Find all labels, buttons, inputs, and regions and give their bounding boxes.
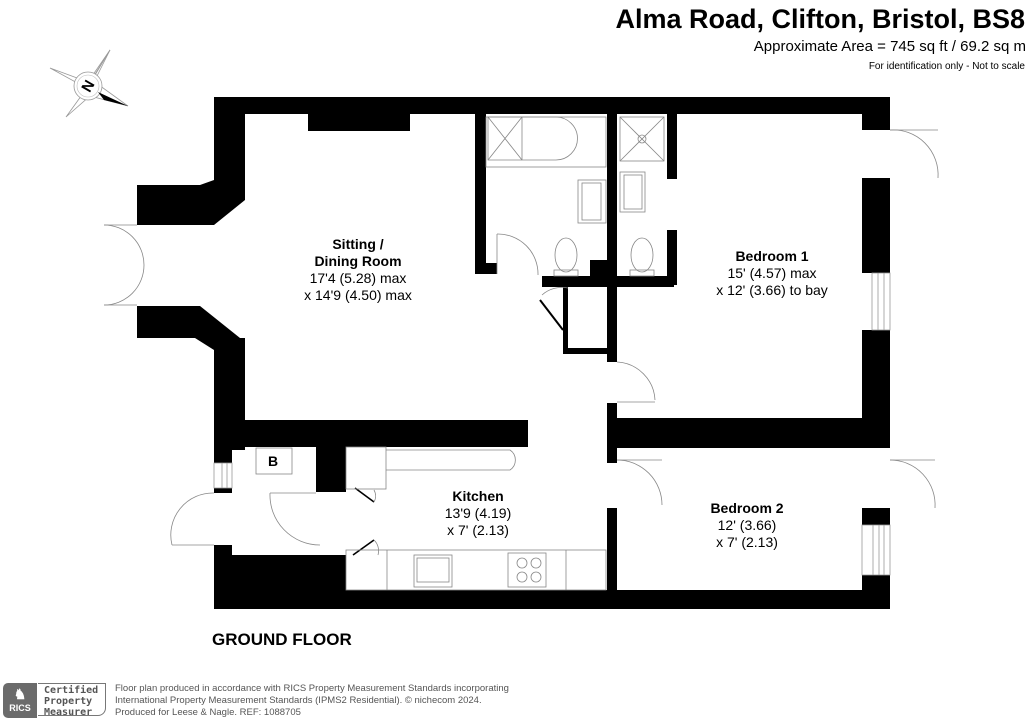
scale-note: For identification only - Not to scale — [868, 61, 1025, 72]
room-kitchen: Kitchen 13'9 (4.19) x 7' (2.13) — [445, 488, 512, 539]
room-name: Kitchen — [452, 488, 504, 504]
room-name: Sitting / — [332, 236, 384, 252]
room-name: Bedroom 2 — [710, 500, 784, 516]
cert-line: Certified — [44, 685, 99, 696]
room-dimension: 17'4 (5.28) max — [309, 270, 407, 286]
floor-label: GROUND FLOOR — [212, 630, 352, 649]
room-dimension: x 14'9 (4.50) max — [304, 287, 412, 303]
room-sitting-dining: Sitting / Dining Room 17'4 (5.28) max x … — [304, 236, 412, 304]
footer-line: Floor plan produced in accordance with R… — [115, 683, 509, 694]
area-summary: Approximate Area = 745 sq ft / 69.2 sq m — [753, 38, 1026, 55]
room-dimension: x 7' (2.13) — [447, 522, 509, 538]
bay-window — [871, 272, 891, 331]
kitchen-fixtures — [255, 446, 607, 591]
room-name: Dining Room — [314, 253, 402, 269]
bathroom-fixtures — [485, 116, 665, 277]
room-name: Bedroom 1 — [735, 248, 809, 264]
room-bedroom-1: Bedroom 1 15' (4.57) max x 12' (3.66) to… — [716, 248, 828, 299]
cert-line: Measurer — [44, 707, 93, 718]
doors — [103, 129, 939, 556]
footer-line: Produced for Leese & Nagle. REF: 1088705 — [115, 707, 301, 718]
window-bedroom-2 — [861, 524, 891, 576]
room-dimension: 12' (3.66) — [717, 517, 777, 533]
room-dimension: 13'9 (4.19) — [444, 505, 512, 521]
footer-line: International Property Measurement Stand… — [115, 695, 482, 706]
cert-line: Property — [44, 696, 93, 707]
certified-measurer-badge: Certified Property Measurer — [38, 683, 106, 718]
rics-lion-icon: ♞ — [13, 686, 27, 702]
walls — [137, 97, 890, 609]
footer-disclaimer: Floor plan produced in accordance with R… — [115, 683, 509, 719]
room-dimension: x 7' (2.13) — [716, 534, 778, 550]
room-bedroom-2: Bedroom 2 12' (3.66) x 7' (2.13) — [710, 500, 783, 551]
title: Alma Road, Clifton, Bristol, BS8 — [615, 4, 1025, 34]
rics-logo: ♞ RICS — [3, 683, 37, 718]
window-hall — [213, 462, 233, 489]
rics-label: RICS — [9, 703, 31, 713]
room-dimension: 15' (4.57) max — [727, 265, 817, 281]
boiler-label: B — [268, 453, 279, 469]
room-dimension: x 12' (3.66) to bay — [716, 282, 828, 298]
north-arrow-icon: N — [49, 49, 129, 118]
